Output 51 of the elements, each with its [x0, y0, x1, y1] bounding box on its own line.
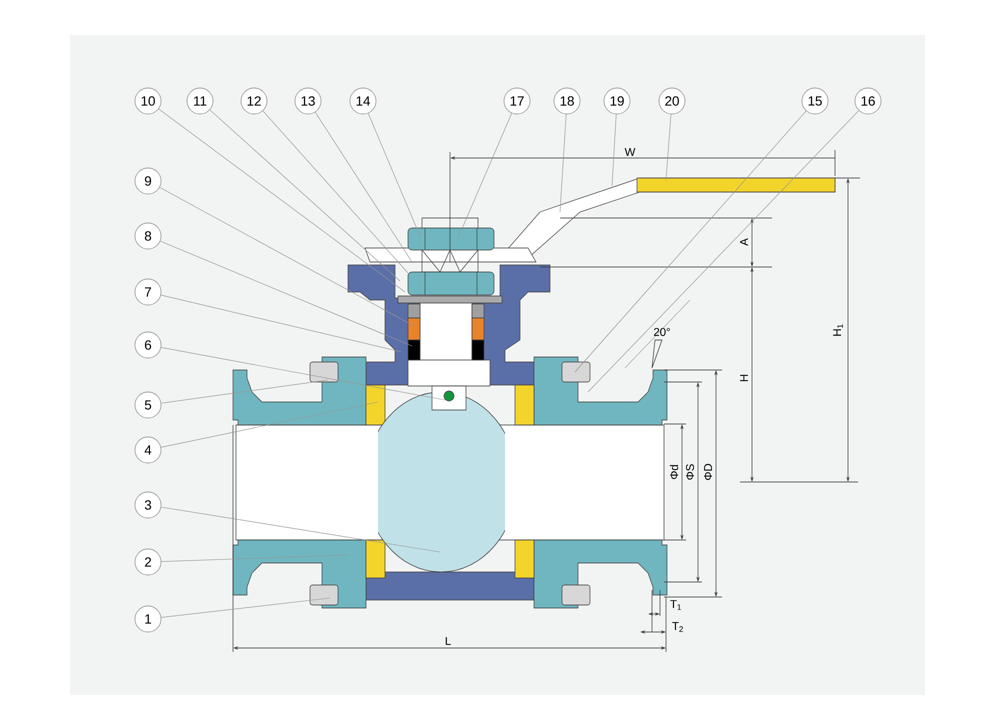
leader-line [160, 402, 378, 448]
leader-line [160, 506, 440, 552]
leader-line [458, 112, 512, 238]
leader-line [368, 112, 420, 236]
callout-number: 6 [134, 332, 162, 358]
leader-line [314, 112, 412, 262]
leader-line [160, 380, 328, 404]
callout-number: 11 [186, 88, 214, 114]
dimension-label: T$_{1}$ [670, 600, 681, 610]
dimension-label: ΦS [686, 464, 694, 480]
callout-number: 20 [658, 88, 686, 114]
leader-line [160, 240, 412, 346]
callout-number: 17 [504, 88, 530, 114]
leader-line [612, 114, 617, 186]
dimension-label: L [446, 637, 451, 645]
callout-number: 5 [134, 392, 162, 418]
callout-number: 4 [134, 436, 162, 464]
dimension-label: H$_{1}$ [833, 324, 843, 336]
leader-line [159, 187, 414, 326]
leader-line [560, 114, 566, 212]
callout-number: 10 [134, 88, 162, 114]
leader-line [158, 108, 406, 292]
dimension-label: T$_{2}$ [672, 622, 683, 632]
dimension-label: 20° [654, 328, 670, 336]
leader-line [666, 114, 672, 180]
callout-number: 15 [802, 88, 828, 114]
leader-line [160, 294, 402, 352]
dimension-label: H [740, 374, 748, 382]
callout-number: 13 [294, 88, 322, 114]
callout-number: 7 [134, 278, 162, 306]
dimension-label: A [740, 238, 748, 246]
leader-line [262, 110, 408, 274]
dimension-label: Φd [670, 465, 678, 480]
leader-line [210, 110, 400, 282]
callout-number: 2 [134, 548, 162, 576]
leader-line [574, 110, 806, 372]
callout-number: 12 [240, 88, 268, 114]
callout-number: 3 [134, 492, 162, 518]
leader-line [588, 110, 860, 392]
callout-number: 1 [134, 606, 162, 632]
callout-number: 18 [554, 88, 580, 114]
callout-number: 14 [350, 88, 376, 114]
callout-number: 8 [134, 222, 162, 250]
leader-line [161, 554, 348, 562]
leader-line [160, 347, 446, 400]
dimension-label: ΦD [704, 464, 712, 480]
dimension-label: W [624, 148, 636, 156]
callout-number: 16 [854, 88, 882, 114]
callout-number: 19 [604, 88, 630, 114]
callout-number: 9 [134, 168, 162, 194]
leader-line [160, 598, 330, 618]
